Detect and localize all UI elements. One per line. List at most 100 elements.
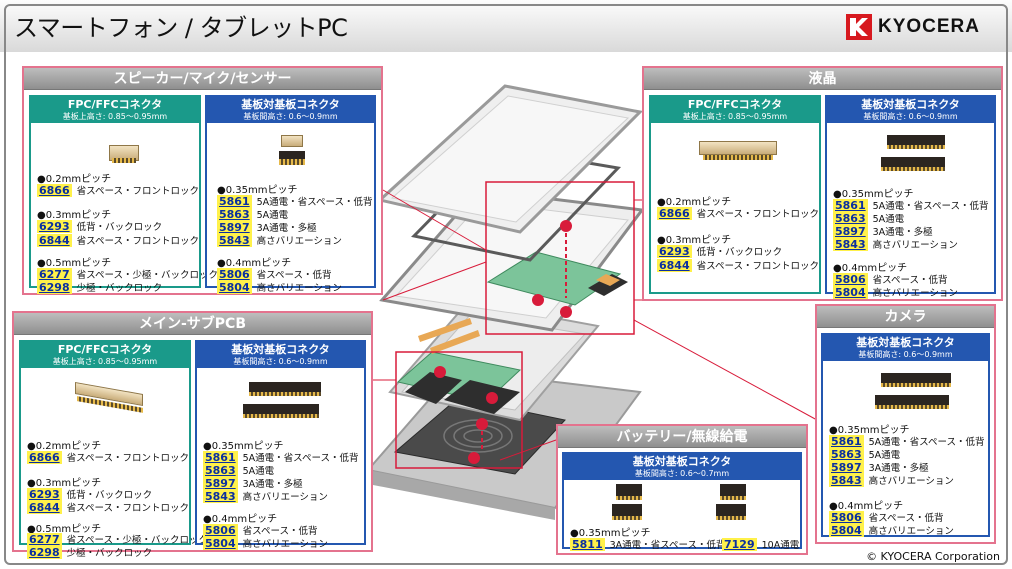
product-row: 5861 5A通電・省スペース・低背 — [203, 450, 359, 464]
part-number-link[interactable]: 5897 — [217, 220, 252, 234]
part-description: 高さバリエーション — [868, 526, 954, 537]
part-number-link[interactable]: 5806 — [829, 510, 864, 524]
section-title: 基板対基板コネクタ — [241, 98, 340, 111]
product-row: 5897 3A通電・多極 — [833, 224, 933, 238]
part-number-link[interactable]: 6866 — [37, 183, 72, 197]
part-number-link[interactable]: 5804 — [203, 536, 238, 550]
part-number-link[interactable]: 6277 — [27, 532, 62, 546]
part-description: 高さバリエーション — [242, 539, 328, 550]
page-title: スマートフォン / タブレットPC — [14, 14, 348, 42]
part-number-link[interactable]: 5843 — [203, 489, 238, 503]
pitch-label: ●0.2mmピッチ — [27, 441, 102, 452]
pitch-label: ●0.35mmピッチ — [833, 189, 914, 200]
part-number-link[interactable]: 5804 — [829, 523, 864, 537]
part-number-link[interactable]: 6866 — [657, 206, 692, 220]
lcd-pcb — [486, 251, 628, 306]
part-description: 高さバリエーション — [242, 492, 328, 503]
product-row: 5861 5A通電・省スペース・低背 — [833, 198, 989, 212]
part-number-link[interactable]: 5861 — [829, 434, 864, 448]
part-number-link[interactable]: 5843 — [833, 237, 868, 251]
part-number-link[interactable]: 5804 — [217, 280, 252, 294]
part-number-link[interactable]: 6293 — [657, 244, 692, 258]
pcb-callout-box — [395, 351, 523, 469]
part-description: 5A通電・省スペース・低背 — [872, 201, 989, 212]
product-row: 6866 省スペース・フロントロック — [27, 450, 189, 464]
part-number-link[interactable]: 5861 — [833, 198, 868, 212]
part-description: 省スペース・少極・バックロック — [76, 270, 218, 281]
b2b-connector-image — [243, 380, 327, 424]
cover-glass — [376, 84, 644, 234]
part-description: 省スペース・低背 — [242, 526, 318, 537]
part-number-link[interactable]: 6844 — [27, 500, 62, 514]
part-number-link[interactable]: 5843 — [829, 473, 864, 487]
part-number-link[interactable]: 5804 — [833, 285, 868, 299]
part-number-link[interactable]: 5861 — [203, 450, 238, 464]
section-title: FPC/FFCコネクタ — [687, 98, 783, 111]
battery-wireless-panel: バッテリー/無線給電 基板対基板コネクタ 基板間高さ: 0.6～0.7mm ●0… — [556, 424, 808, 555]
section-header: 基板対基板コネクタ 基板間高さ: 0.6～0.9mm — [197, 342, 364, 368]
part-description: 3A通電・多極 — [256, 223, 317, 234]
part-description: 3A通電・多極 — [872, 227, 933, 238]
part-description: 省スペース・フロントロック — [696, 209, 819, 220]
product-row: 5843 高さバリエーション — [203, 489, 328, 503]
part-description: 高さバリエーション — [256, 283, 342, 294]
part-description: 省スペース・フロントロック — [66, 453, 189, 464]
fpc-connector-image — [695, 137, 781, 167]
section-header: 基板対基板コネクタ 基板間高さ: 0.6～0.9mm — [827, 97, 994, 123]
part-number-link[interactable]: 5843 — [217, 233, 252, 247]
battery-connector-image-5811 — [612, 484, 646, 522]
battery-connector-image-7129 — [716, 484, 750, 522]
part-number-link[interactable]: 6866 — [27, 450, 62, 464]
part-number-link[interactable]: 7129 — [722, 537, 757, 551]
part-number-link[interactable]: 6844 — [37, 233, 72, 247]
part-description: 3A通電・多極 — [242, 479, 303, 490]
part-number-link[interactable]: 5897 — [833, 224, 868, 238]
part-number-link[interactable]: 5861 — [217, 194, 252, 208]
pitch-label: ●0.4mmピッチ — [833, 263, 908, 274]
part-number-link[interactable]: 5863 — [829, 447, 864, 461]
product-row: 5897 3A通電・多極 — [203, 476, 303, 490]
pitch-label: ●0.4mmピッチ — [217, 258, 292, 269]
fpc-connector-section: FPC/FFCコネクタ 基板上高さ: 0.85～0.95mm ●0.2mmピッチ… — [19, 340, 208, 559]
pitch-label: ●0.4mmピッチ — [829, 501, 904, 512]
b2b-connector-image — [277, 135, 307, 169]
part-number-link[interactable]: 6293 — [27, 487, 62, 501]
part-number-link[interactable]: 6298 — [37, 280, 72, 294]
part-number-link[interactable]: 5811 — [570, 537, 605, 551]
part-number-link[interactable]: 6298 — [27, 545, 62, 559]
kyocera-logo-icon — [845, 14, 872, 40]
part-description: 少極・バックロック — [66, 548, 153, 559]
part-number-link[interactable]: 5863 — [203, 463, 238, 477]
lcd-callout-box — [485, 181, 635, 335]
fpc-connector-section: FPC/FFCコネクタ 基板上高さ: 0.85～0.95mm ●0.2mmピッチ… — [29, 95, 218, 294]
part-number-link[interactable]: 5806 — [833, 272, 868, 286]
panel-title: カメラ — [817, 306, 994, 328]
part-number-link[interactable]: 6293 — [37, 219, 72, 233]
part-number-link[interactable]: 5806 — [203, 523, 238, 537]
part-number-link[interactable]: 5897 — [829, 460, 864, 474]
panel-title: スピーカー/マイク/センサー — [24, 68, 381, 90]
pitch-label: ●0.3mmピッチ — [657, 235, 732, 246]
leader-lines — [372, 189, 818, 461]
main-pcb — [396, 318, 522, 414]
part-number-link[interactable]: 5806 — [217, 267, 252, 281]
section-title: FPC/FFCコネクタ — [67, 98, 163, 111]
panel-title: メイン-サブPCB — [14, 313, 371, 335]
part-description: 5A通電・省スペース・低背 — [242, 453, 359, 464]
product-row: 6866 省スペース・フロントロック — [657, 206, 819, 220]
part-number-link[interactable]: 6277 — [37, 267, 72, 281]
part-description: 5A通電・省スペース・低背 — [256, 197, 373, 208]
part-number-link[interactable]: 5863 — [833, 211, 868, 225]
board-to-board-section: 基板対基板コネクタ 基板間高さ: 0.6～0.9mm ●0.35mmピッチ 58… — [821, 333, 990, 537]
connector-markers — [434, 220, 572, 464]
part-number-link[interactable]: 6844 — [657, 258, 692, 272]
part-number-link[interactable]: 5863 — [217, 207, 252, 221]
part-number-link[interactable]: 5897 — [203, 476, 238, 490]
